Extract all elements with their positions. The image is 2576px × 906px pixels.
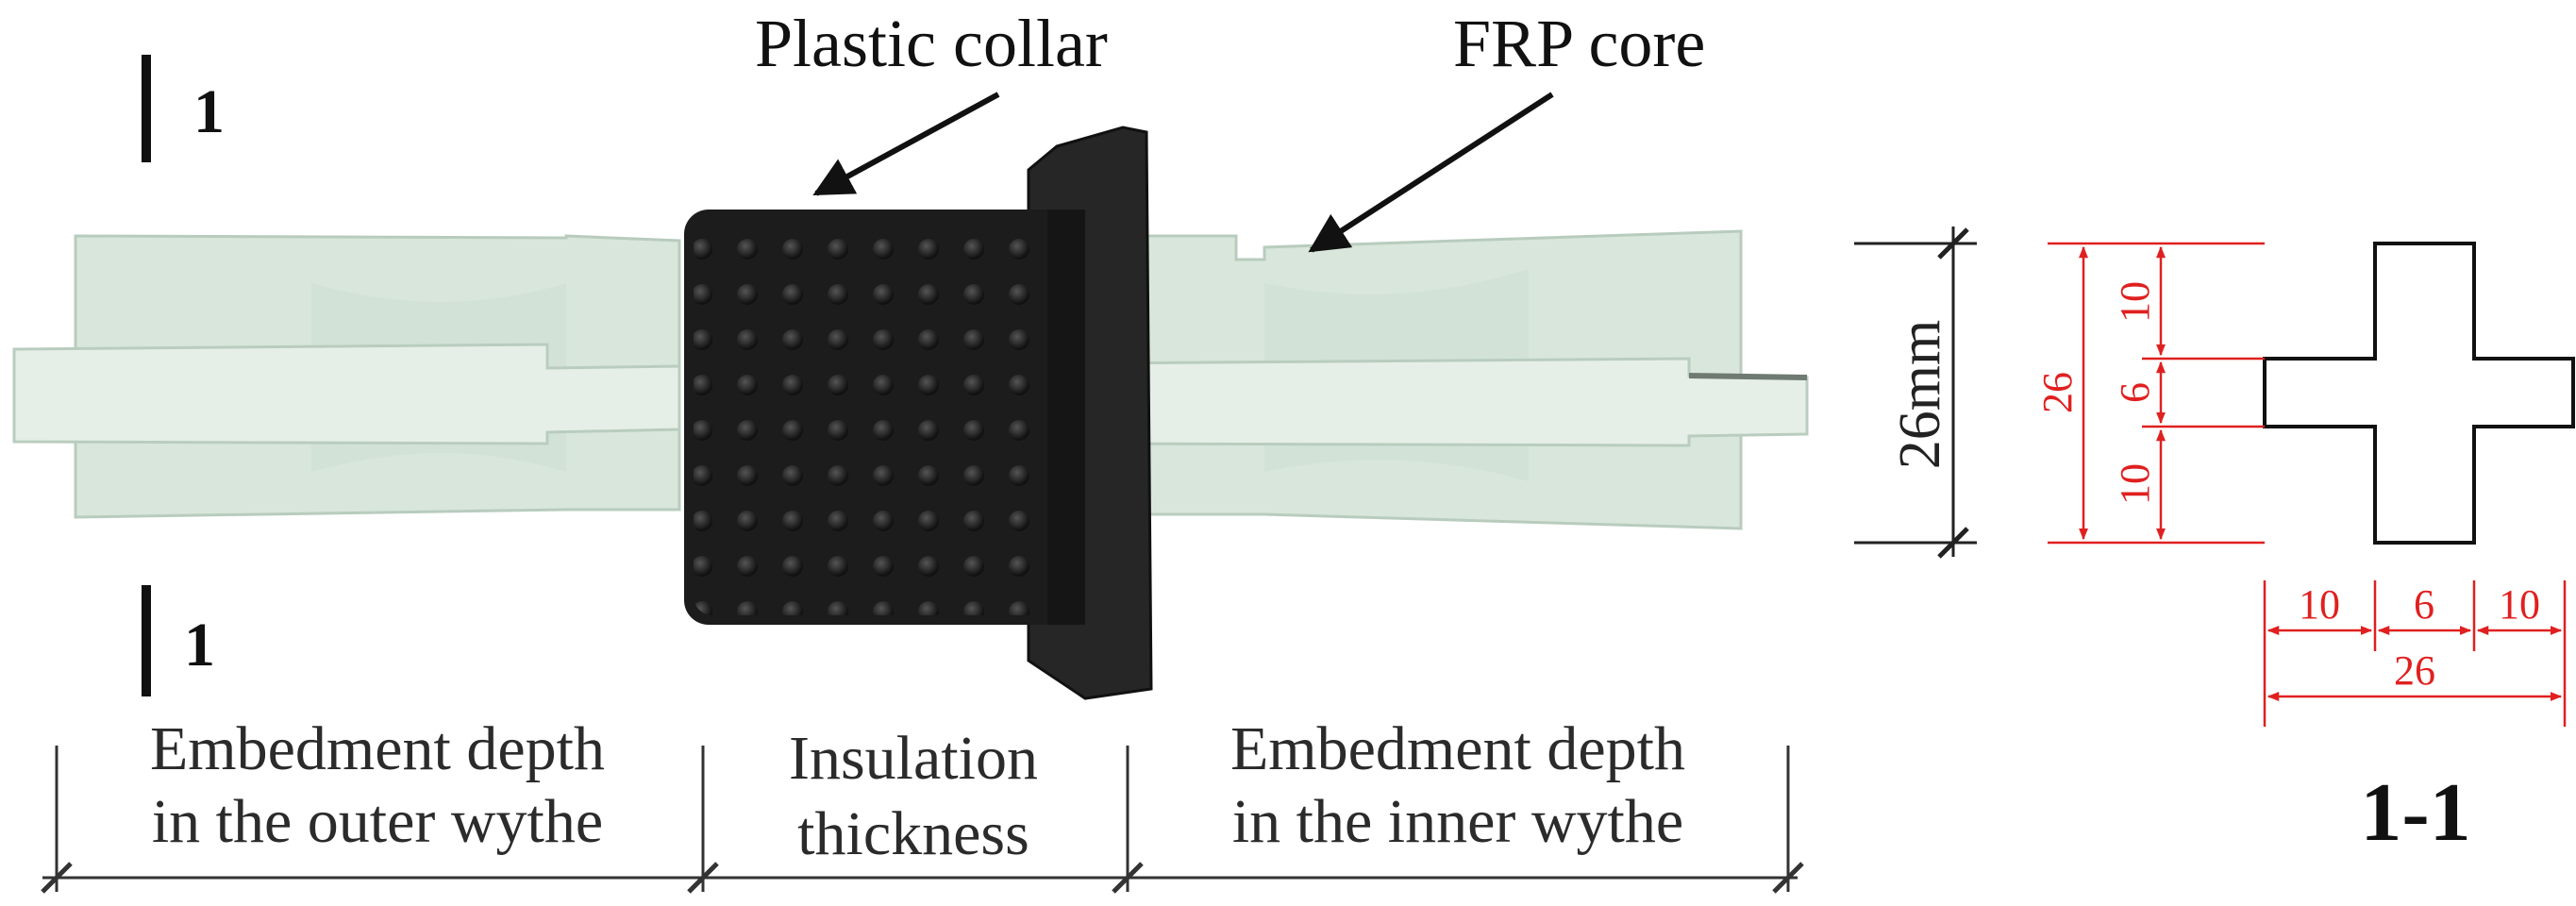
frp-right-flange: [1093, 357, 1809, 447]
frp-pointer-arrow: [1308, 92, 1554, 253]
insulation-label-line2: thickness: [797, 799, 1029, 868]
overall-height-label: 26mm: [1888, 320, 1952, 469]
frp-core: [12, 229, 1809, 530]
dim-horizontal-right: 10: [2499, 581, 2540, 628]
plastic-collar-label: Plastic collar: [755, 6, 1108, 81]
collar-pointer-arrow: [812, 92, 1000, 196]
dim-horizontal-middle: 6: [2414, 581, 2434, 628]
section-mark-top: 1: [193, 77, 225, 146]
section-title: 1-1: [2360, 767, 2470, 859]
cross-section-shape: [2263, 242, 2575, 545]
frp-core-label: FRP core: [1453, 6, 1705, 81]
dim-vertical-bottom: 10: [2112, 463, 2158, 505]
length-dimension-line: [41, 746, 1804, 894]
frp-left-flange: [12, 343, 681, 445]
dim-vertical-total: 26: [2034, 372, 2081, 413]
dim-horizontal-left: 10: [2299, 581, 2340, 628]
inner-wythe-label-line2: in the inner wythe: [1232, 787, 1683, 856]
insulation-label-line1: Insulation: [789, 724, 1038, 793]
inner-wythe-label-line1: Embedment depth: [1230, 714, 1685, 783]
dim-vertical-middle: 6: [2112, 382, 2158, 403]
vertical-dimensions: [2048, 242, 2265, 545]
dim-vertical-top: 10: [2112, 281, 2158, 323]
dim-horizontal-total: 26: [2394, 647, 2435, 694]
outer-wythe-label-line2: in the outer wythe: [152, 787, 603, 856]
horizontal-dimensions: [2263, 580, 2567, 727]
plastic-collar: [684, 210, 1085, 625]
height-dimension: [1854, 226, 1977, 559]
section-mark-bottom: 1: [184, 611, 215, 680]
outer-wythe-label-line1: Embedment depth: [150, 714, 605, 783]
